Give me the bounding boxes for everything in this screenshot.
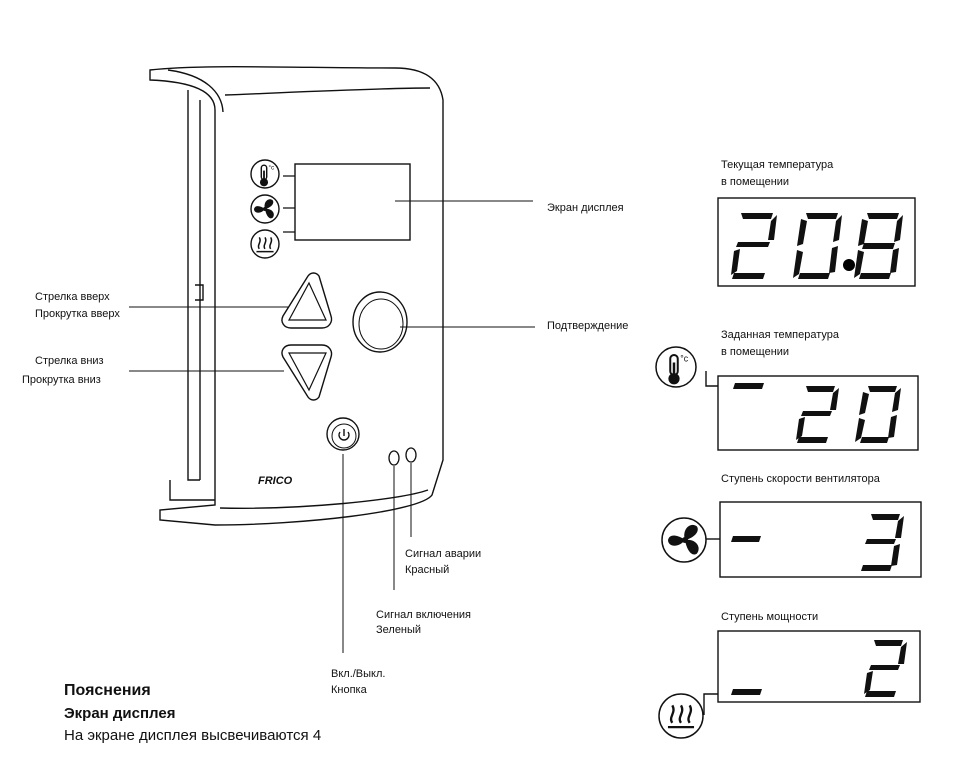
alarm-color-label: Красный	[405, 564, 450, 576]
display-window	[294, 163, 411, 241]
power-stage-heat-icon	[658, 693, 704, 739]
display-screen-label: Экран дисплея	[547, 202, 624, 214]
legend-heading: Пояснения	[64, 682, 151, 699]
set-temp-label-1: Заданная температура	[721, 329, 840, 341]
power-stage-digits	[731, 640, 907, 697]
confirm-label: Подтверждение	[547, 320, 629, 332]
power-color-label: Зеленый	[376, 624, 422, 636]
power-stage-label: Ступень мощности	[721, 611, 819, 623]
down-arrow-button[interactable]	[281, 344, 333, 401]
power-signal-label: Сигнал включения	[376, 609, 471, 621]
confirm-button[interactable]	[352, 291, 408, 353]
scroll-down-label: Прокрутка вниз	[22, 374, 101, 386]
alarm-signal-label: Сигнал аварии	[405, 548, 482, 560]
fan-speed-fan-icon	[661, 517, 707, 563]
arrow-up-label: Стрелка вверх	[35, 291, 110, 303]
alarm-led	[405, 447, 417, 463]
fan-speed-digits	[731, 514, 904, 571]
set-temp-label-2: в помещении	[721, 346, 790, 358]
set-temp-digits	[733, 383, 901, 443]
housing-thermometer-icon	[250, 159, 280, 189]
legend-text: На экране дисплея высвечиваются 4	[64, 727, 322, 744]
legend-subheading: Экран дисплея	[64, 705, 176, 722]
brand-logo: FRICO	[258, 475, 293, 487]
power-led	[388, 450, 400, 466]
current-temp-label-2: в помещении	[721, 176, 790, 188]
power-button-sublabel: Кнопка	[331, 684, 367, 696]
housing-heat-icon	[250, 229, 280, 259]
current-temp-label-1: Текущая температура	[721, 159, 834, 171]
controller-housing	[149, 65, 444, 526]
housing-fan-icon	[250, 194, 280, 224]
scroll-up-label: Прокрутка вверх	[35, 308, 120, 320]
arrow-down-label: Стрелка вниз	[35, 355, 104, 367]
power-button-label: Вкл./Выкл.	[331, 668, 386, 680]
up-arrow-button[interactable]	[281, 272, 333, 329]
set-temp-thermometer-icon	[655, 346, 697, 388]
power-button[interactable]	[326, 417, 360, 451]
current-temp-digits	[731, 213, 903, 279]
fan-speed-label: Ступень скорости вентилятора	[721, 473, 880, 485]
leader-lines	[129, 200, 535, 653]
